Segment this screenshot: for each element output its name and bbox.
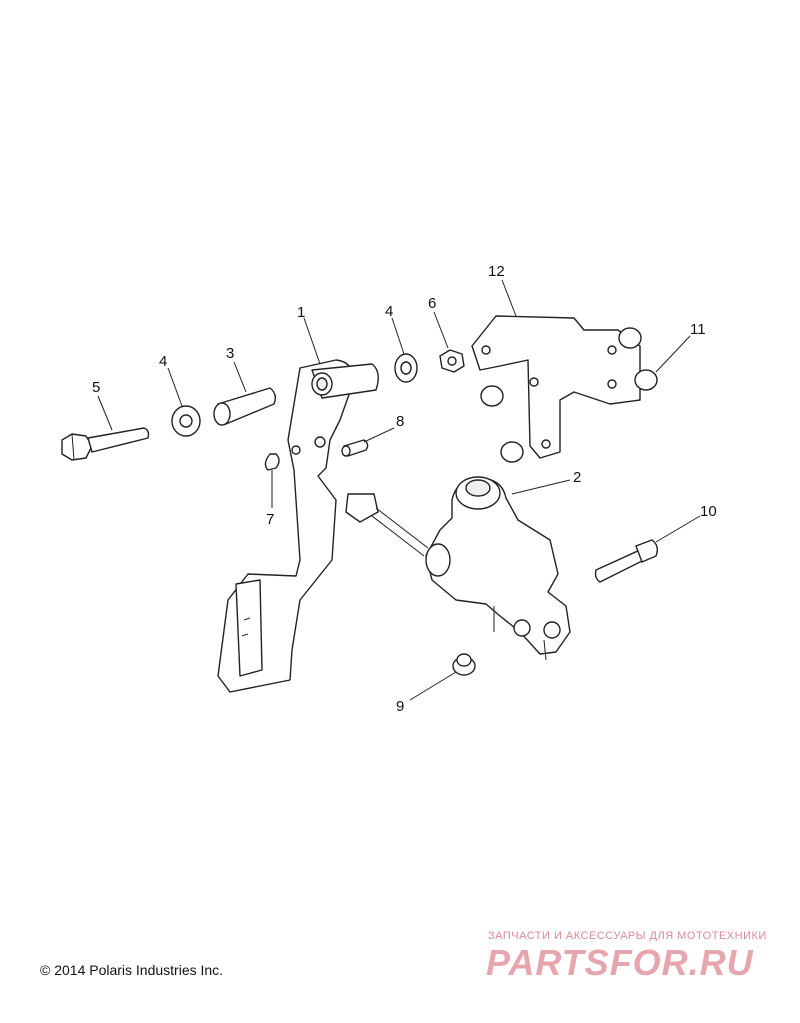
leader-4a — [167, 367, 183, 407]
leader-lines — [97, 279, 701, 701]
leader-4b — [391, 317, 405, 355]
part-12-bracket — [471, 315, 641, 459]
part-9-flange-nut — [452, 653, 476, 676]
callout-4a: 4 — [159, 353, 167, 370]
leader-12 — [501, 279, 517, 317]
leader-11 — [655, 335, 691, 373]
copyright-text: © 2014 Polaris Industries Inc. — [40, 962, 224, 978]
leader-3 — [233, 361, 247, 393]
part-6-nut — [439, 349, 465, 373]
callout-5: 5 — [92, 379, 100, 396]
callout-3: 3 — [226, 345, 234, 362]
part-5-bolt — [61, 427, 150, 461]
part-1-pedal — [217, 359, 379, 693]
part-4-washer-right — [394, 353, 418, 383]
leader-8 — [363, 427, 395, 443]
callout-1: 1 — [297, 304, 305, 321]
callout-numbers: 1 2 3 4 4 5 6 7 8 9 10 11 12 — [92, 263, 717, 715]
callout-6: 6 — [428, 295, 436, 312]
part-11-flange-nuts — [480, 327, 658, 463]
part-7-clip — [264, 453, 280, 471]
leader-10 — [655, 515, 701, 543]
callout-12: 12 — [488, 263, 505, 280]
part-2-master-cylinder — [345, 476, 571, 661]
callout-11: 11 — [690, 321, 706, 338]
watermark-subtitle: ЗАПЧАСТИ И АКСЕССУАРЫ ДЛЯ МОТОТЕХНИКИ — [488, 930, 767, 942]
leader-9 — [409, 671, 457, 701]
callout-2: 2 — [573, 469, 581, 486]
watermark-logo: PARTSFOR.RU — [486, 942, 754, 983]
callout-4b: 4 — [385, 303, 393, 320]
part-4-washer-left — [171, 405, 201, 437]
part-10-long-bolt — [594, 539, 659, 583]
leader-6 — [433, 311, 449, 349]
part-3-bushing — [213, 387, 277, 426]
part-8-pin — [341, 439, 369, 457]
leader-2 — [511, 479, 571, 495]
callout-9: 9 — [396, 698, 404, 715]
leader-5 — [97, 395, 113, 431]
leader-1 — [303, 317, 321, 365]
callout-8: 8 — [396, 413, 404, 430]
callout-10: 10 — [700, 503, 717, 520]
callout-7: 7 — [266, 511, 274, 528]
